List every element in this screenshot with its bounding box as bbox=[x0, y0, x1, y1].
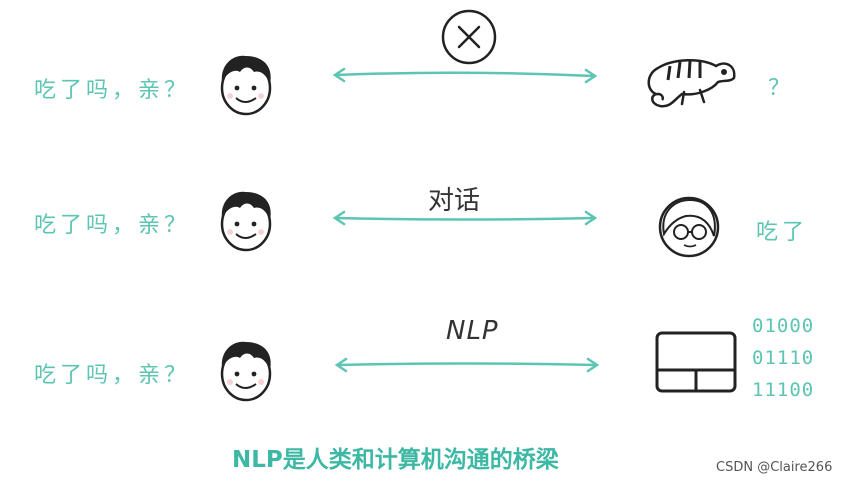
row2-link-label: 对话 bbox=[428, 186, 481, 216]
chameleon-icon bbox=[647, 59, 736, 108]
computer-icon bbox=[655, 331, 737, 393]
row1-arrow bbox=[332, 67, 598, 84]
boy-face-icon bbox=[220, 55, 272, 116]
row2-right-text: 吃了 bbox=[756, 220, 809, 245]
row2-left-text: 吃了吗，亲？ bbox=[34, 213, 191, 238]
row2-arrow bbox=[332, 210, 598, 226]
boy-face-icon bbox=[220, 191, 272, 252]
row3-left-text: 吃了吗，亲？ bbox=[34, 363, 191, 388]
caption: NLP是人类和计算机沟通的桥梁 bbox=[232, 447, 559, 473]
row1-right-text: ？ bbox=[768, 76, 795, 101]
row1-left-text: 吃了吗，亲？ bbox=[34, 78, 191, 103]
cross-circle-icon bbox=[441, 9, 497, 65]
row3-arrow bbox=[334, 357, 600, 373]
binary-line: 01000 bbox=[752, 315, 815, 337]
row3-link-label: NLP bbox=[446, 316, 499, 346]
binary-line: 01110 bbox=[752, 347, 815, 369]
girl-face-icon bbox=[658, 196, 720, 258]
watermark: CSDN @Claire266 bbox=[716, 460, 833, 475]
binary-stack: 01000 01110 11100 bbox=[752, 310, 814, 406]
boy-face-icon bbox=[220, 341, 272, 402]
binary-line: 11100 bbox=[752, 379, 815, 401]
